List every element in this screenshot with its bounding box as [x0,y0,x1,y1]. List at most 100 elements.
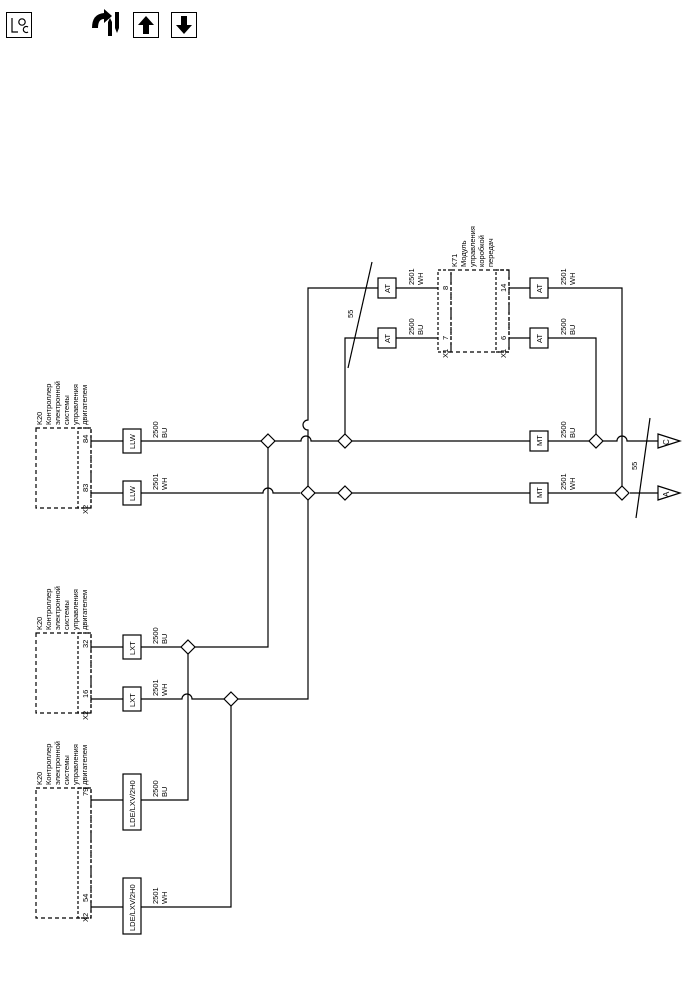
tcm-line-2: управления [468,226,477,267]
wire-label-color: WH [568,273,577,286]
tcm-pin-6: 6 [499,336,508,340]
splice-8 [223,691,239,707]
wire-label-color: BU [160,428,169,438]
splices [180,433,630,707]
tcm-pin-8: 8 [441,286,450,290]
splice-3 [588,433,604,449]
wire-label-circuit: 2500 [559,318,568,335]
tcm-line-1: Модуль [459,240,468,267]
ecm-top-line-5: двигателем [80,385,89,425]
option-at-tcm-7: AT [383,334,392,343]
wires [91,287,658,908]
off-page-connectors: C A [657,433,682,501]
ecm-mid-line-2: электронной [53,586,62,630]
arrow-up-icon[interactable] [133,12,159,38]
wire-label-circuit: 2501 [151,887,160,904]
ecm-top-connector: X2 [81,505,90,514]
wire-label-color: WH [568,478,577,491]
wire-label-circuit: 2501 [559,473,568,490]
twist-label-tcm: 55 [346,310,355,318]
wire-label-circuit: 2501 [151,679,160,696]
ecm-mid-line-1: Контроллер [44,589,53,630]
ecm-mid-connector: X2 [81,711,90,720]
ecm-mid-line-3: системы [62,600,71,630]
off-page-c-icon [657,433,682,449]
wire-label-color: BU [160,634,169,644]
wire-label-color: BU [160,787,169,797]
arrow-down-icon[interactable] [171,12,197,38]
wire-label-circuit: 2500 [151,627,160,644]
wire-label-color: BU [568,325,577,335]
ecm-bot-line-3: системы [62,755,71,785]
twist-marker-tcm [347,261,373,369]
option-lxt-32: LXT [128,641,137,655]
ecm-mid-line-5: двигателем [80,590,89,630]
location-icon[interactable] [6,12,32,38]
ecm-bot-connector: X2 [81,913,90,922]
ecm-top-line-1: Контроллер [44,384,53,425]
option-lde-79: LDE/LXV/2H0 [128,780,137,827]
ecm-bot-pin-54: 54 [81,894,90,902]
connector-path-icon[interactable] [88,8,126,38]
tcm-line-4: передач [486,238,495,267]
ecm-mid-pin-16: 16 [81,690,90,698]
ecm-bot-pin-79: 79 [81,788,90,796]
splice-6 [614,485,630,501]
wire-label-circuit: 2501 [407,268,416,285]
option-llw-84: LLW [128,433,137,449]
ecm-bot-id: K20 [35,772,44,785]
option-mt-bu: MT [535,435,544,446]
wire-label-color: WH [160,478,169,491]
wire-label-circuit: 2501 [559,268,568,285]
splice-7 [180,639,196,655]
wire-label-circuit: 2500 [151,780,160,797]
option-llw-83: LLW [128,485,137,501]
option-at-tcm-6: AT [535,334,544,343]
twist-label-right: 55 [630,462,639,470]
ecm-module-mid: K20 Контроллер электронной системы управ… [35,586,92,720]
ecm-bot-line-2: электронной [53,741,62,785]
ecm-top-pin-83: 83 [81,484,90,492]
option-lde-54: LDE/LXV/2H0 [128,884,137,931]
tcm-module: K71 Модуль управления коробкой передач X… [437,226,510,358]
wire-label-color: WH [160,892,169,905]
tcm-connector-left: X1 [441,349,450,358]
tcm-pin-14: 14 [499,284,508,292]
splice-4 [300,485,316,501]
wire-label-circuit: 2500 [151,421,160,438]
ecm-mid-pin-32: 32 [81,640,90,648]
tcm-pin-7: 7 [441,336,450,340]
ecm-module-top: K20 Контроллер электронной системы управ… [35,381,92,514]
splice-5 [337,485,353,501]
splice-1 [260,433,276,449]
off-page-c-label: C [662,439,671,445]
ecm-top-line-2: электронной [53,381,62,425]
off-page-a-label: A [662,491,671,497]
ecm-bot-line-5: двигателем [80,745,89,785]
wire-label-color: BU [568,428,577,438]
twist-marker-right [635,417,651,519]
option-boxes: LLW LLW LXT LXT LDE/LXV/2H0 LDE/LXV/2H0 … [122,277,549,935]
ecm-top-line-3: системы [62,395,71,425]
ecm-module-bottom: K20 Контроллер электронной системы управ… [35,741,92,922]
tcm-line-3: коробкой [477,235,486,267]
off-page-a-icon [657,485,682,501]
ecm-bot-line-1: Контроллер [44,744,53,785]
option-at-tcm-8: AT [383,284,392,293]
ecm-mid-id: K20 [35,617,44,630]
splice-2 [337,433,353,449]
wire-label-circuit: 2500 [559,421,568,438]
wire-label-circuit: 2500 [407,318,416,335]
wire-label-color: BU [416,325,425,335]
option-at-tcm-14: AT [535,284,544,293]
ecm-bot-line-4: управления [71,744,80,785]
wire-label-circuit: 2501 [151,473,160,490]
ecm-top-id: K20 [35,412,44,425]
toolbar [0,0,700,50]
option-mt-wh: MT [535,487,544,498]
ecm-mid-line-4: управления [71,589,80,630]
ecm-top-line-4: управления [71,384,80,425]
wire-label-color: WH [416,273,425,286]
